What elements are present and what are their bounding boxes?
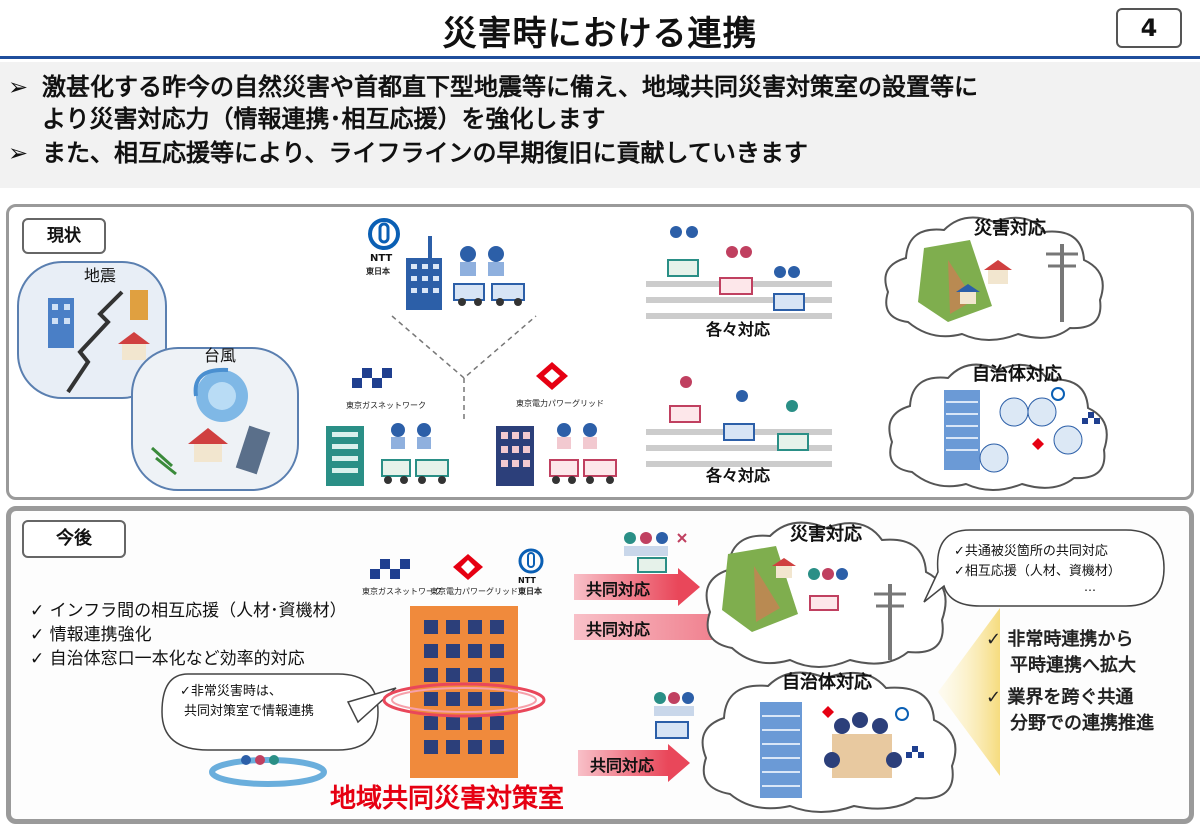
joint-response-arrow-1: 共同対応 [574, 568, 700, 606]
joint-item-1: ✓共通被災箇所の共同対応 [954, 544, 1108, 559]
cloud-icon [705, 521, 947, 668]
gas-logo-icon [352, 368, 392, 388]
future-power-name: 東京電力パワーグリッド [430, 587, 518, 596]
outcome-1: ✓ 非常時連携から [986, 629, 1134, 650]
summary-bullet-2: ➢ また、相互応援等により、ライフラインの早期復旧に貢献していきます [8, 138, 808, 168]
future-ntt-logo-text: NTT [518, 576, 536, 585]
joint-items-bubble [923, 529, 1165, 607]
joint-item-3: … [1084, 580, 1096, 594]
municipality-response-label: 自治体対応 [972, 364, 1062, 385]
current-connector-lines [391, 315, 537, 422]
outcome-glow [938, 608, 1000, 776]
ntt-building-icon [406, 236, 442, 310]
current-state-tag: 現状 [22, 218, 106, 254]
joint-item-2: ✓相互応援（人材、資機材） [954, 564, 1121, 579]
outcome-1-cont: 平時連携へ拡大 [1010, 655, 1136, 676]
power-company-name: 東京電力パワーグリッド [516, 399, 604, 408]
joint-center-building [382, 606, 546, 778]
separate-response-label-2: 各々対応 [706, 466, 771, 485]
page-title: 災害時における連携 [442, 14, 758, 54]
joint-workers-bottom [654, 692, 694, 739]
future-check-2: ✓ 情報連携強化 [30, 625, 152, 645]
future-municipality-label: 自治体対応 [782, 672, 872, 693]
ntt-logo-icon [518, 548, 544, 574]
separate-response-lanes-1 [646, 226, 832, 319]
future-gas-name: 東京ガスネットワーク [362, 587, 442, 596]
ntt-logo-icon [368, 218, 400, 250]
future-check-3: ✓ 自治体窓口一本化など効率的対応 [30, 649, 305, 669]
outcome-2: ✓ 業界を跨ぐ共通 [986, 687, 1134, 708]
cloud-icon [888, 363, 1108, 491]
ntt-logo-text: NTT [370, 253, 393, 264]
gas-building-workers [326, 423, 449, 486]
power-building-workers [496, 423, 617, 486]
joint-response-label-3: 共同対応 [590, 756, 655, 775]
power-logo-icon [453, 554, 483, 580]
power-logo-icon [536, 362, 568, 390]
typhoon-label: 台風 [204, 346, 237, 365]
title-divider [0, 56, 1200, 59]
cloud-icon [884, 216, 1104, 341]
ntt-company-name: 東日本 [366, 267, 390, 276]
separate-response-label-1: 各々対応 [706, 320, 771, 339]
joint-response-label-2: 共同対応 [586, 620, 651, 639]
gas-company-name: 東京ガスネットワーク [346, 401, 426, 410]
typhoon-illustration [131, 347, 299, 491]
bullet-arrow-icon: ➢ [8, 139, 29, 167]
earthquake-label: 地震 [84, 266, 117, 285]
future-state-tag: 今後 [22, 520, 126, 558]
bubble-line-2: 共同対策室で情報連携 [184, 704, 315, 719]
future-disaster-label: 災害対応 [790, 524, 862, 545]
separate-response-lanes-2 [646, 376, 832, 467]
cloud-icon [701, 671, 957, 813]
summary-bullet-1: ➢ 激甚化する昨今の自然災害や首都直下型地震等に備え、地域共同災害対策室の設置等に [8, 72, 978, 102]
disaster-response-label: 災害対応 [974, 218, 1046, 239]
page-number: 4 [1116, 8, 1182, 48]
future-check-1: ✓ インフラ間の相互応援（人材･資機材） [30, 601, 347, 621]
joint-center-name: 地域共同災害対策室 [330, 784, 565, 814]
joint-response-label-1: 共同対応 [586, 580, 651, 599]
future-ntt-name: 東日本 [518, 587, 542, 596]
summary-box: ➢ 激甚化する昨今の自然災害や首都直下型地震等に備え、地域共同災害対策室の設置等に… [0, 62, 1200, 188]
outcome-2-cont: 分野での連携推進 [1010, 713, 1154, 734]
ntt-workers-trucks [453, 246, 525, 306]
summary-text-1-cont: より災害対応力（情報連携･相互応援）を強化します [42, 105, 606, 133]
gas-logo-icon [370, 559, 410, 579]
earthquake-illustration [17, 261, 167, 399]
joint-response-arrow-3: 共同対応 [578, 744, 690, 782]
bubble-line-1: ✓非常災害時は、 [180, 684, 282, 699]
info-sharing-bubble [161, 673, 397, 787]
summary-text-1: 激甚化する昨今の自然災害や首都直下型地震等に備え、地域共同災害対策室の設置等に [42, 73, 978, 101]
joint-workers-top [624, 532, 687, 573]
bullet-arrow-icon: ➢ [8, 73, 29, 101]
summary-text-2: また、相互応援等により、ライフラインの早期復旧に貢献していきます [42, 139, 808, 167]
